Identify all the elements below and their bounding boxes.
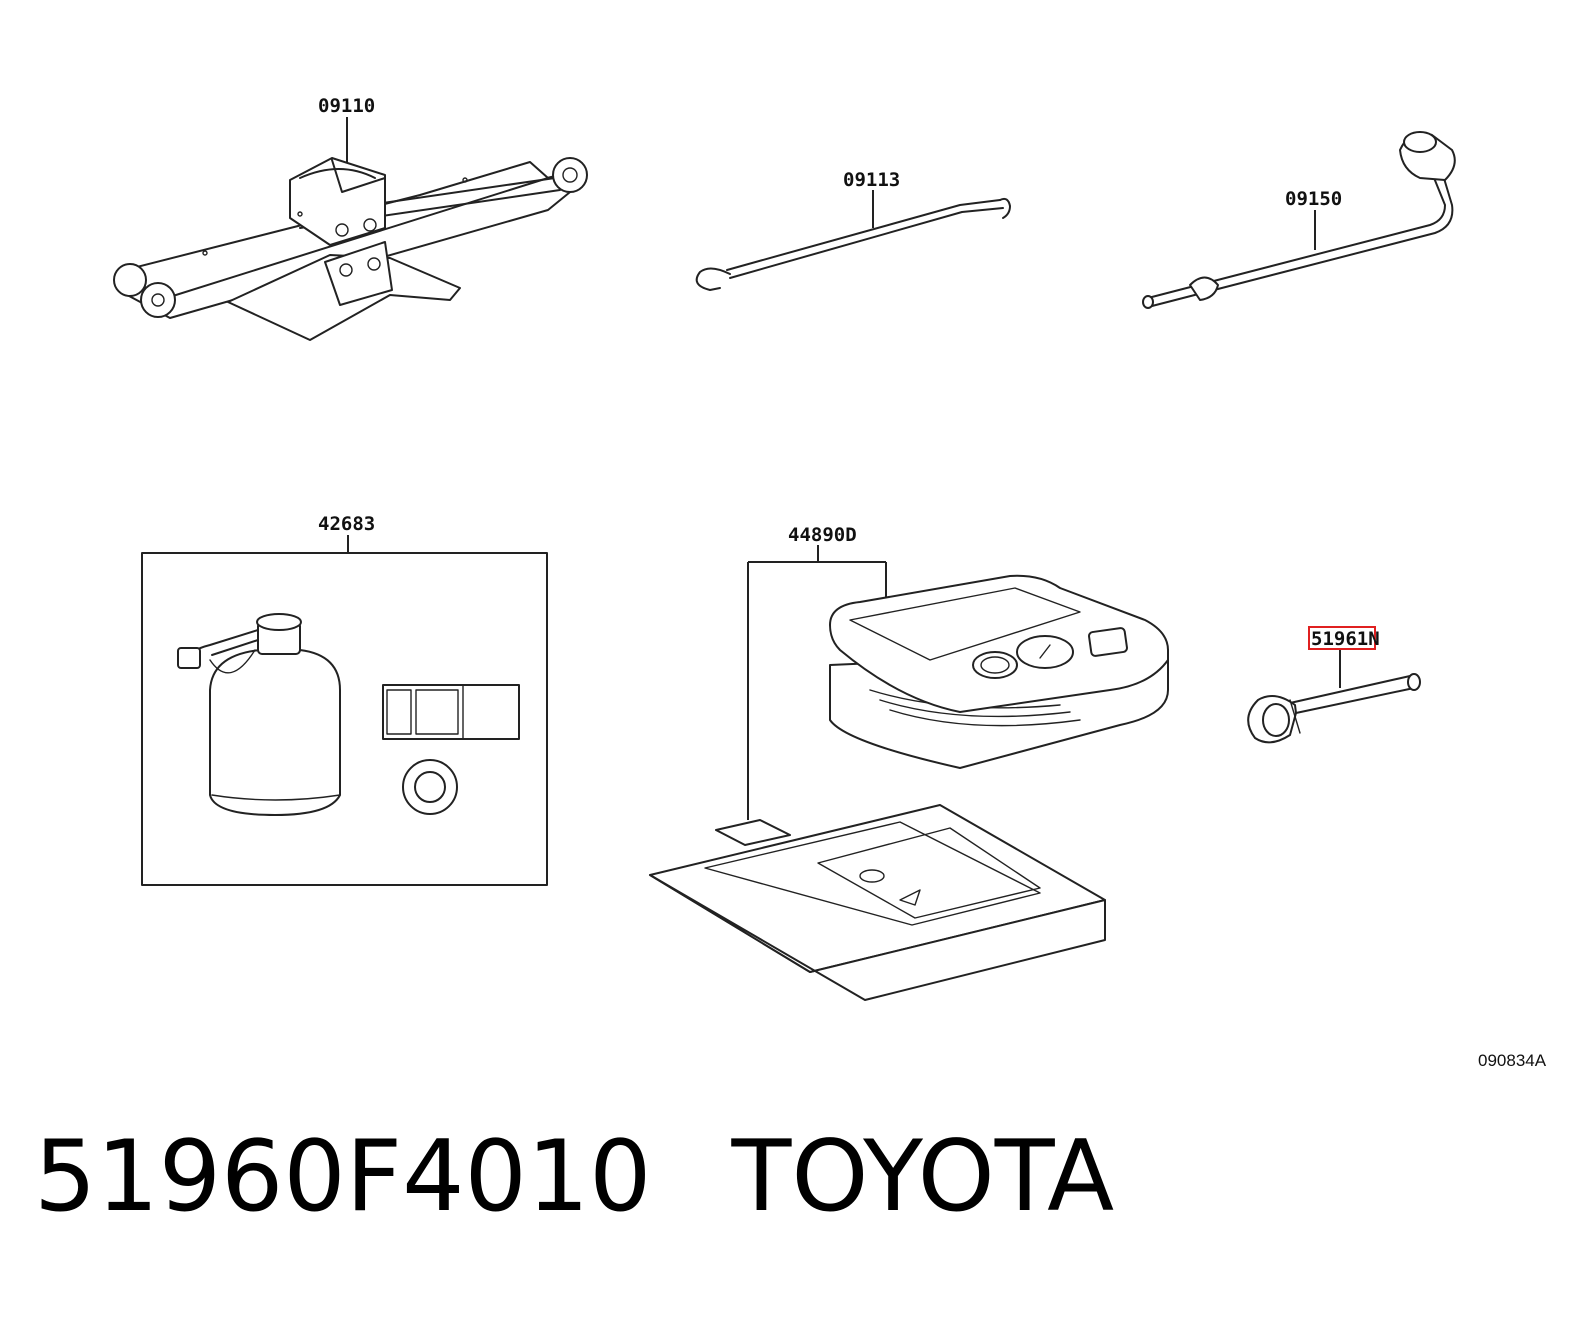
tire-repair-kit-illustration [141, 552, 548, 886]
compressor-kit-part-label: 44890D [788, 524, 857, 546]
jack-handle-illustration [695, 197, 1011, 291]
lug-wrench-part-label: 09150 [1285, 188, 1342, 210]
jack-handle-part-label: 09113 [843, 169, 900, 191]
diagram-code: 090834A [1478, 1051, 1547, 1070]
tire-repair-kit-part-label: 42683 [318, 513, 375, 535]
caption-brand: TOYOTA [731, 1120, 1115, 1234]
highlight-box [1308, 626, 1376, 650]
jack-illustration [113, 157, 588, 341]
lug-wrench-illustration [1142, 131, 1456, 309]
compressor-kit-illustration [649, 545, 1169, 1001]
jack-part-label: 09110 [318, 95, 375, 117]
spare-tire-carrier-bolt-part-label[interactable]: 51961N [1311, 628, 1380, 650]
spare-tire-carrier-bolt-illustration [1247, 673, 1421, 744]
caption-part-number: 51960F4010 [34, 1120, 652, 1234]
